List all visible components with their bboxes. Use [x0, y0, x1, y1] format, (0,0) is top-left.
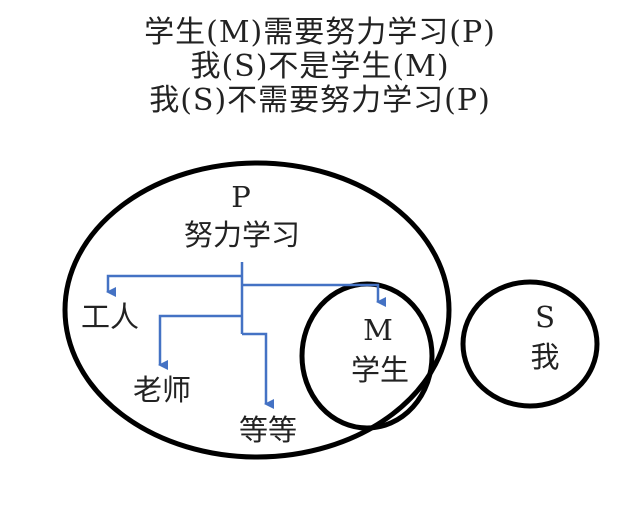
m-label: 学生: [351, 353, 409, 387]
premise-major: 学生(M)需要努力学习(P): [144, 15, 496, 50]
arrow-to-workers: [106, 274, 242, 297]
arrow-to-teachers: [158, 314, 242, 370]
circle-s: [460, 279, 600, 409]
p-letter: P: [231, 180, 251, 214]
conclusion: 我(S)不需要努力学习(P): [149, 83, 491, 118]
s-letter: S: [535, 300, 555, 334]
premise-minor: 我(S)不是学生(M): [190, 49, 450, 84]
s-label: 我: [530, 340, 559, 374]
arrow-to-etc: [242, 332, 274, 409]
teachers-label: 老师: [133, 373, 191, 407]
etc-label: 等等: [239, 413, 297, 447]
circle-p: [62, 160, 452, 460]
p-label: 努力学习: [184, 218, 300, 252]
m-letter: M: [363, 313, 393, 347]
workers-label: 工人: [81, 300, 139, 334]
arrow-to-students: [242, 283, 386, 307]
arrows: [106, 262, 386, 409]
